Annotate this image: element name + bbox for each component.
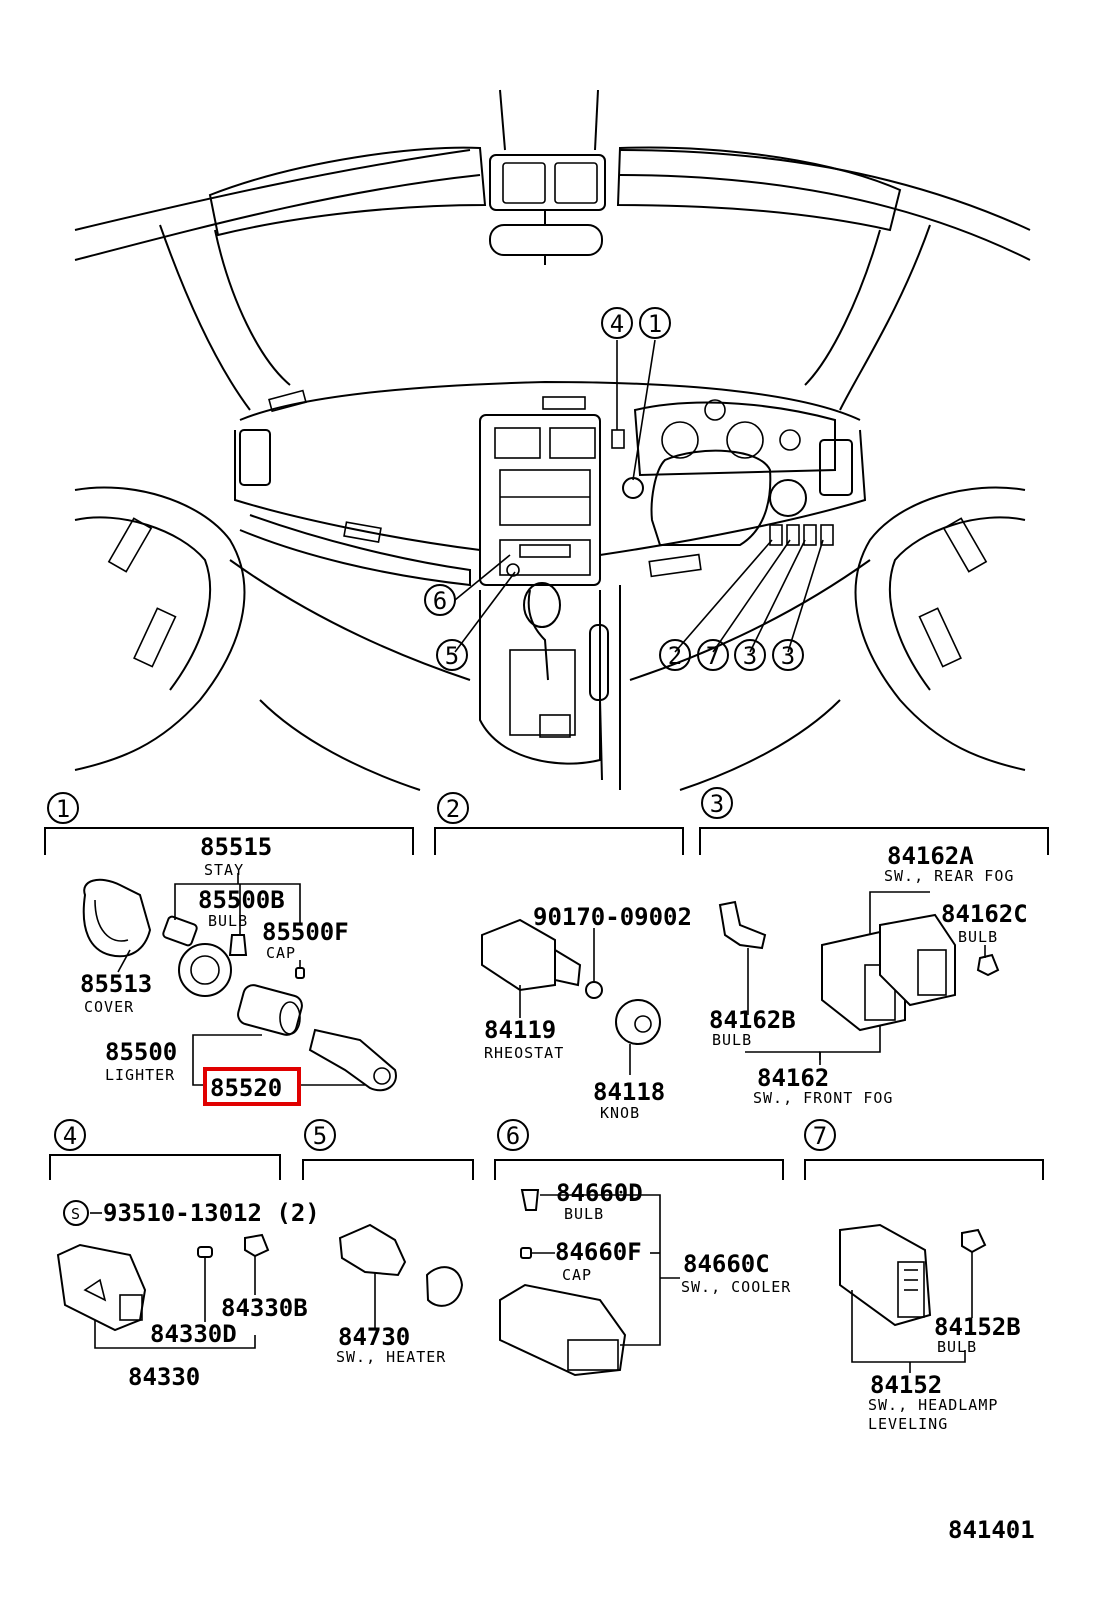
part-93510-13012[interactable]: 93510-13012 (2) (103, 1199, 320, 1227)
part-85513[interactable]: 85513 (80, 970, 152, 998)
svg-text:1: 1 (56, 795, 70, 823)
callout-4-top[interactable]: 4 (601, 307, 633, 339)
cover-85513-drawing (82, 878, 152, 958)
part-84162-label: SW., FRONT FOG (753, 1089, 893, 1107)
screw-symbol-icon: S (63, 1200, 89, 1226)
part-84660D[interactable]: 84660D (556, 1179, 643, 1207)
part-90170-09002[interactable]: 90170-09002 (533, 903, 692, 931)
section-3: 3 84162A SW., REAR FOG 84162C BULB 84162… (699, 787, 1049, 1107)
part-85500F[interactable]: 85500F (262, 918, 349, 946)
svg-text:6: 6 (506, 1122, 520, 1150)
svg-text:S: S (71, 1205, 81, 1223)
section-2-marker[interactable]: 2 (437, 792, 469, 824)
part-84152[interactable]: 84152 (870, 1371, 942, 1399)
svg-text:5: 5 (313, 1122, 327, 1150)
part-84152-label-line2: LEVELING (868, 1415, 948, 1433)
part-84118[interactable]: 84118 (593, 1078, 665, 1106)
section-1-marker[interactable]: 1 (47, 792, 79, 824)
part-84730-label: SW., HEATER (336, 1348, 446, 1366)
svg-text:2: 2 (446, 795, 460, 823)
part-85500F-label: CAP (266, 944, 296, 962)
section-5-marker[interactable]: 5 (304, 1119, 336, 1151)
callout-6-top[interactable]: 6 (424, 584, 456, 616)
part-84660F[interactable]: 84660F (555, 1238, 642, 1266)
part-84162B-label: BULB (712, 1031, 752, 1049)
callout-3a-top[interactable]: 3 (734, 639, 766, 671)
part-84162B[interactable]: 84162B (709, 1006, 796, 1034)
part-85513-label: COVER (84, 998, 134, 1016)
part-85515[interactable]: 85515 (200, 833, 272, 861)
part-84162A[interactable]: 84162A (887, 842, 974, 870)
part-84152B[interactable]: 84152B (934, 1313, 1021, 1341)
section-2: 2 90170-09002 84119 RHEOSTAT 84118 KNOB (434, 792, 692, 1122)
part-84660D-label: BULB (564, 1205, 604, 1223)
callout-2-top[interactable]: 2 (659, 639, 691, 671)
part-84152B-label: BULB (937, 1338, 977, 1356)
car-interior-illustration (74, 89, 1031, 791)
section-5: 5 84730 SW., HEATER (302, 1119, 474, 1366)
svg-text:4: 4 (610, 310, 624, 338)
svg-text:1: 1 (648, 310, 662, 338)
part-84730[interactable]: 84730 (338, 1323, 410, 1351)
svg-text:2: 2 (668, 642, 682, 670)
callout-5-top[interactable]: 5 (436, 639, 468, 671)
part-85500-label: LIGHTER (105, 1066, 175, 1084)
svg-text:3: 3 (710, 790, 724, 818)
part-85520[interactable]: 85520 (210, 1074, 282, 1102)
part-84660F-label: CAP (562, 1266, 592, 1284)
callout-7-top[interactable]: 7 (697, 639, 729, 671)
section-7: 7 84152B BULB 84152 SW., HEADLAMP LEVELI… (804, 1119, 1044, 1433)
svg-text:5: 5 (445, 642, 459, 670)
callout-3b-top[interactable]: 3 (772, 639, 804, 671)
part-84330D[interactable]: 84330D (150, 1320, 237, 1348)
section-4: 4 S 93510-13012 (2) 84330B 84330D 84330 (49, 1119, 320, 1391)
svg-text:3: 3 (781, 642, 795, 670)
callout-1-top[interactable]: 1 (639, 307, 671, 339)
section-3-marker[interactable]: 3 (701, 787, 733, 819)
part-84119[interactable]: 84119 (484, 1016, 556, 1044)
section-4-marker[interactable]: 4 (54, 1119, 86, 1151)
part-85515-label: STAY (204, 861, 244, 879)
part-84152-label: SW., HEADLAMP (868, 1396, 998, 1414)
section-7-marker[interactable]: 7 (804, 1119, 836, 1151)
part-85500B[interactable]: 85500B (198, 886, 285, 914)
part-85500[interactable]: 85500 (105, 1038, 177, 1066)
part-84118-label: KNOB (600, 1104, 640, 1122)
section-6-marker[interactable]: 6 (497, 1119, 529, 1151)
section-1: 1 85515 STAY 85500B BULB 85500F CAP 8 (44, 792, 414, 1106)
section-6: 6 84660D BULB 84660F CAP 84660C SW., COO… (494, 1119, 791, 1377)
svg-text:3: 3 (743, 642, 757, 670)
part-84330[interactable]: 84330 (128, 1363, 200, 1391)
part-84330B[interactable]: 84330B (221, 1294, 308, 1322)
part-84162C-label: BULB (958, 928, 998, 946)
svg-text:7: 7 (706, 642, 720, 670)
svg-text:6: 6 (433, 587, 447, 615)
part-84660C-label: SW., COOLER (681, 1278, 791, 1296)
diagram-id: 841401 (948, 1516, 1035, 1544)
highlight-box-85520 (203, 1067, 301, 1106)
part-84119-label: RHEOSTAT (484, 1044, 564, 1062)
part-84162[interactable]: 84162 (757, 1064, 829, 1092)
part-84162A-label: SW., REAR FOG (884, 867, 1014, 885)
part-85500B-label: BULB (208, 912, 248, 930)
svg-text:4: 4 (63, 1122, 77, 1150)
part-84162C[interactable]: 84162C (941, 900, 1028, 928)
part-84660C[interactable]: 84660C (683, 1250, 770, 1278)
svg-text:7: 7 (813, 1122, 827, 1150)
